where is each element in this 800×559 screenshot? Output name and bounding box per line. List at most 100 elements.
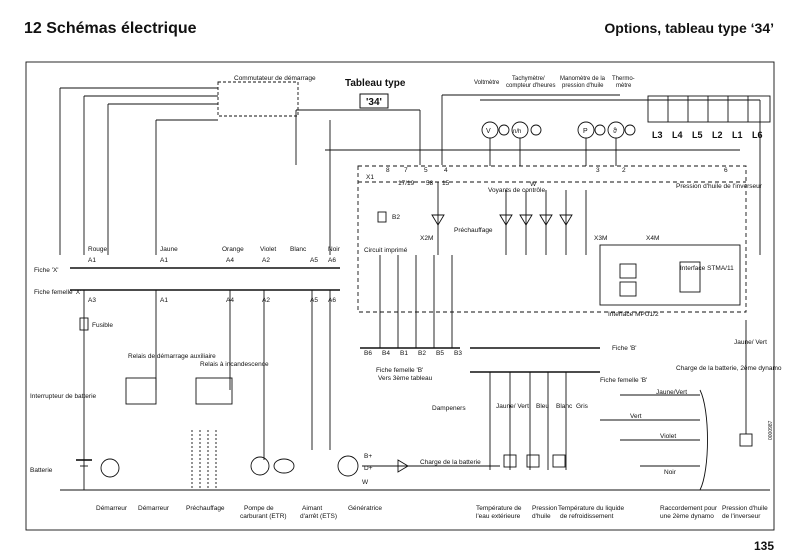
diagram-frame xyxy=(25,61,775,531)
pin-a3: A4 xyxy=(226,297,234,304)
wire-violet: Violet xyxy=(660,433,676,440)
pin-a3: A2 xyxy=(262,297,270,304)
top-terminal: 5 xyxy=(424,167,428,174)
battery-switch-label: Interrupteur de batterie xyxy=(30,393,97,400)
bottom-label: Pression xyxy=(532,505,558,512)
start-relay xyxy=(125,377,157,405)
gauge-symbol-nh: n/h xyxy=(513,129,521,135)
wire-vert: Vert xyxy=(630,413,642,420)
indicator-code: L1 xyxy=(732,130,743,140)
panel-type: '34' xyxy=(366,97,382,108)
wire-color: Jaune xyxy=(160,246,178,253)
gauge-label-3a: Thermo- xyxy=(612,76,635,82)
bottom-label: une 2ème dynamo xyxy=(660,513,714,520)
sensor-wire: Blanc xyxy=(556,403,573,410)
fiche-femelle-b-label: Fiche femelle 'B' xyxy=(600,377,647,384)
gauge-label-0: Voltmètre xyxy=(474,80,500,86)
wire-color: Rouge xyxy=(88,246,108,253)
w-label: W xyxy=(530,181,537,188)
bottom-label: Démarreur xyxy=(96,505,128,512)
alternator xyxy=(337,455,359,477)
plug-b-pin: B5 xyxy=(436,350,444,357)
bottom-label: Pression d'huile xyxy=(722,505,768,512)
interface2-label: Interface STMA/11 xyxy=(680,265,734,272)
starter-motor xyxy=(100,458,120,478)
top-terminal: 6 xyxy=(724,167,728,174)
pin-a: A4 xyxy=(226,257,234,264)
wire-color: Violet xyxy=(260,246,276,253)
bottom-label: Température de xyxy=(476,505,522,512)
alternator-terminal: W xyxy=(362,479,369,486)
gauge-label-1b: compteur d'heures xyxy=(506,83,556,89)
preheat-label: Préchauffage xyxy=(454,227,493,234)
chapter-title: 12 Schémas électrique xyxy=(24,20,197,37)
ignition-switch-box xyxy=(217,81,299,117)
gauge-label-1a: Tachymètre/ xyxy=(512,76,545,82)
indicator-code: L2 xyxy=(712,130,723,140)
sensor-wire: Bleu xyxy=(536,403,549,410)
fiche-b-label: Fiche 'B' xyxy=(612,345,637,352)
gauge-symbol-t: ϑ xyxy=(613,128,617,135)
plug-b-pin: B4 xyxy=(382,350,390,357)
bottom-label: Température du liquide xyxy=(558,505,625,512)
oil-pressure-reverse-label: Pression d'huile de l'inverseur xyxy=(676,183,763,190)
interface-label: Interface MPU1/2 xyxy=(608,311,659,318)
indicator-code: L5 xyxy=(692,130,703,140)
connector-label: 58 xyxy=(426,180,434,187)
bottom-label: carburant (ETR) xyxy=(240,513,287,520)
wire-color: Blanc xyxy=(290,246,307,253)
wire-color: Noir xyxy=(328,246,341,253)
alternator-terminal: B+ xyxy=(364,453,372,460)
plug-b-label: Fiche femelle 'B' xyxy=(376,367,423,374)
page-number: 135 xyxy=(753,539,774,553)
x4m-label: X4M xyxy=(646,235,659,242)
plug-b-pin: B2 xyxy=(418,350,426,357)
pin-a3: A3 xyxy=(88,297,96,304)
relay-glow-label: Relais à incandescence xyxy=(200,361,269,368)
plug-b-pin: B1 xyxy=(400,350,408,357)
plug-b-pin: B6 xyxy=(364,350,372,357)
connector-label: 17/19 xyxy=(398,180,415,187)
top-terminal: 8 xyxy=(386,167,390,174)
section-title: Options, tableau type ‘34’ xyxy=(604,20,774,36)
gauge-label-2a: Manomètre de la xyxy=(560,76,606,82)
gauge-label-2b: pression d'huile xyxy=(562,83,604,89)
charge-lamp-label: Charge de la batterie xyxy=(420,459,481,466)
bottom-label: d'arrêt (ETS) xyxy=(300,513,337,520)
pin-a: A6 xyxy=(328,257,336,264)
interface-box xyxy=(599,244,741,306)
charge-lamp2-label: Charge de la batterie, 2ème dynamo xyxy=(676,365,782,372)
top-terminal: 3 xyxy=(596,167,600,174)
x2m-label: X2M xyxy=(420,235,433,242)
top-terminal: 7 xyxy=(404,167,408,174)
indicator-code: L6 xyxy=(752,130,763,140)
pin-a3: A6 xyxy=(328,297,336,304)
glow-relay xyxy=(195,377,233,405)
ignition-switch-label: Commutateur de démarrage xyxy=(234,75,316,82)
battery-label: Batterie xyxy=(30,467,53,474)
dampener-label: Dampeners xyxy=(432,405,466,412)
fuel-pump-motor xyxy=(250,456,270,476)
indicator-code: L4 xyxy=(672,130,683,140)
gauge-symbol-v: V xyxy=(486,128,491,135)
plug-b-pin: B3 xyxy=(454,350,462,357)
relay-start-label: Relais de démarrage auxiliaire xyxy=(128,353,216,360)
pin-a: A2 xyxy=(262,257,270,264)
alternator-terminal: D+ xyxy=(364,465,373,472)
gauge-label-3b: mètre xyxy=(616,83,632,89)
fuse-label: Fusible xyxy=(92,322,113,329)
plug-x-label: Fiche 'X' xyxy=(34,267,59,274)
wire-noir: Noir xyxy=(664,469,677,476)
connector-label: X1 xyxy=(366,174,374,181)
pin-a: A5 xyxy=(310,257,318,264)
bottom-label: Préchauffage xyxy=(186,505,225,512)
pin-a: A1 xyxy=(88,257,96,264)
bottom-label: d'huile xyxy=(532,513,551,520)
bottom-label: Pompe de xyxy=(244,505,274,512)
bottom-label: l'eau extérieure xyxy=(476,513,521,520)
wire-color: Orange xyxy=(222,246,244,253)
indicator-code: L3 xyxy=(652,130,663,140)
wire-jaune-vert: Jaune/Vert xyxy=(656,389,687,396)
bottom-label: Démarreur xyxy=(138,505,170,512)
panel-title: Tableau type xyxy=(345,78,406,89)
